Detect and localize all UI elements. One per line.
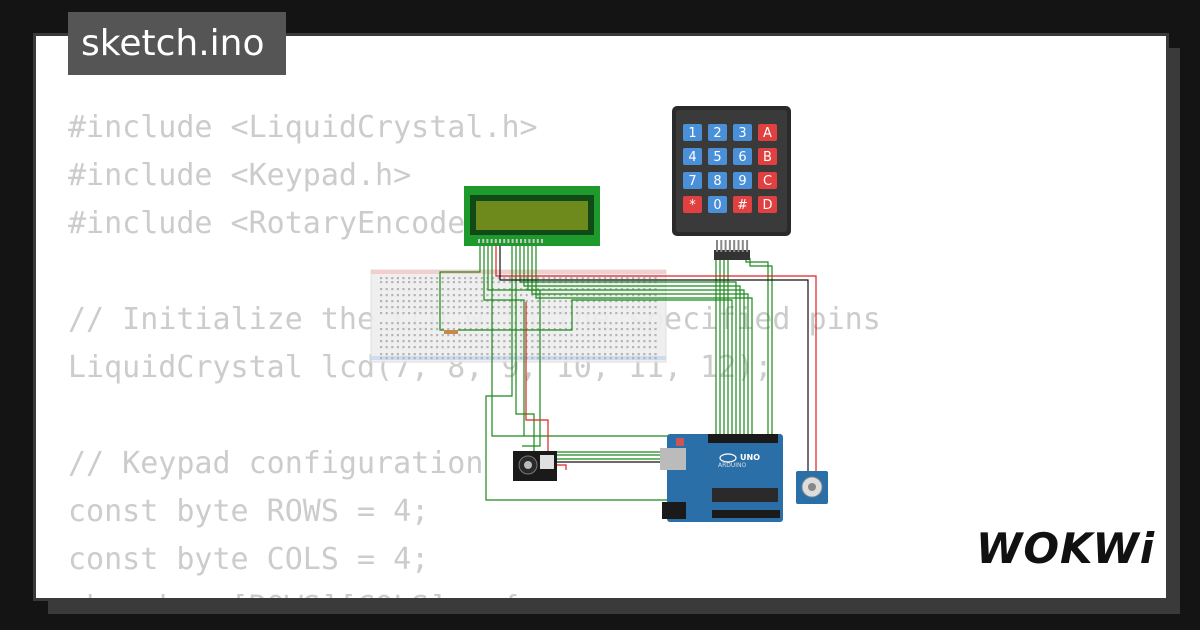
arduino-brand: ARDUINO bbox=[718, 462, 747, 469]
keypad-key-1-2[interactable]: 6 bbox=[733, 148, 752, 165]
breadboard bbox=[370, 269, 667, 363]
keypad-key-2-0[interactable]: 7 bbox=[683, 172, 702, 189]
keypad-key-1-1[interactable]: 5 bbox=[708, 148, 727, 165]
code-line: #include <Keypad.h> bbox=[68, 158, 412, 193]
keypad-key-label: * bbox=[689, 198, 696, 213]
keypad-key-label: A bbox=[763, 126, 772, 141]
code-line: const byte ROWS = 4; bbox=[68, 494, 430, 529]
keypad-key-label: C bbox=[763, 174, 772, 189]
keypad-key-3-0[interactable]: * bbox=[683, 196, 702, 213]
potentiometer-module bbox=[796, 471, 828, 504]
arduino-logo: UNO bbox=[740, 453, 760, 462]
keypad-key-label: B bbox=[763, 150, 772, 165]
keypad-key-0-0[interactable]: 1 bbox=[683, 124, 702, 141]
microcontroller-chip bbox=[712, 488, 778, 502]
lcd-display bbox=[464, 186, 600, 246]
keypad-key-label: 1 bbox=[688, 126, 696, 141]
arduino-uno: UNO ARDUINO bbox=[660, 434, 783, 522]
keypad-key-label: 9 bbox=[738, 174, 746, 189]
keypad-key-label: 5 bbox=[713, 150, 721, 165]
resistor bbox=[444, 330, 458, 334]
wokwi-logo[interactable]: WOKWi bbox=[976, 524, 1156, 573]
keypad-key-2-2[interactable]: 9 bbox=[733, 172, 752, 189]
keypad-key-0-1[interactable]: 2 bbox=[708, 124, 727, 141]
keypad-key-label: 0 bbox=[713, 198, 721, 213]
power-jack bbox=[662, 502, 686, 519]
code-line: const byte COLS = 4; bbox=[68, 542, 430, 577]
keypad-key-3-3[interactable]: D bbox=[758, 196, 777, 213]
reset-button bbox=[676, 438, 684, 446]
keypad-key-0-3[interactable]: A bbox=[758, 124, 777, 141]
keypad-key-2-3[interactable]: C bbox=[758, 172, 777, 189]
code-line: char keys[ROWS][COLS] = { bbox=[68, 584, 881, 598]
code-line: // Keypad configuration bbox=[68, 446, 484, 481]
keypad-key-label: 7 bbox=[688, 174, 696, 189]
infinity-icon bbox=[719, 453, 737, 463]
keypad-key-label: 4 bbox=[688, 150, 696, 165]
usb-port bbox=[660, 448, 686, 470]
keypad-key-0-2[interactable]: 3 bbox=[733, 124, 752, 141]
keypad-key-3-2[interactable]: # bbox=[733, 196, 752, 213]
rotary-encoder bbox=[513, 451, 557, 481]
keypad-key-3-1[interactable]: 0 bbox=[708, 196, 727, 213]
keypad-key-label: 2 bbox=[713, 126, 721, 141]
keypad-key-label: # bbox=[737, 198, 748, 213]
keypad-4x4: 1 2 3 A 4 5 6 B 7 8 9 C * 0 # D bbox=[672, 106, 791, 260]
filename-tab[interactable]: sketch.ino bbox=[68, 12, 286, 75]
keypad-key-1-3[interactable]: B bbox=[758, 148, 777, 165]
keypad-key-label: D bbox=[762, 198, 772, 213]
keypad-key-label: 6 bbox=[738, 150, 746, 165]
code-line: #include <LiquidCrystal.h> bbox=[68, 110, 538, 145]
keypad-key-label: 3 bbox=[738, 126, 746, 141]
keypad-key-label: 8 bbox=[713, 174, 721, 189]
keypad-key-2-1[interactable]: 8 bbox=[708, 172, 727, 189]
keypad-key-1-0[interactable]: 4 bbox=[683, 148, 702, 165]
